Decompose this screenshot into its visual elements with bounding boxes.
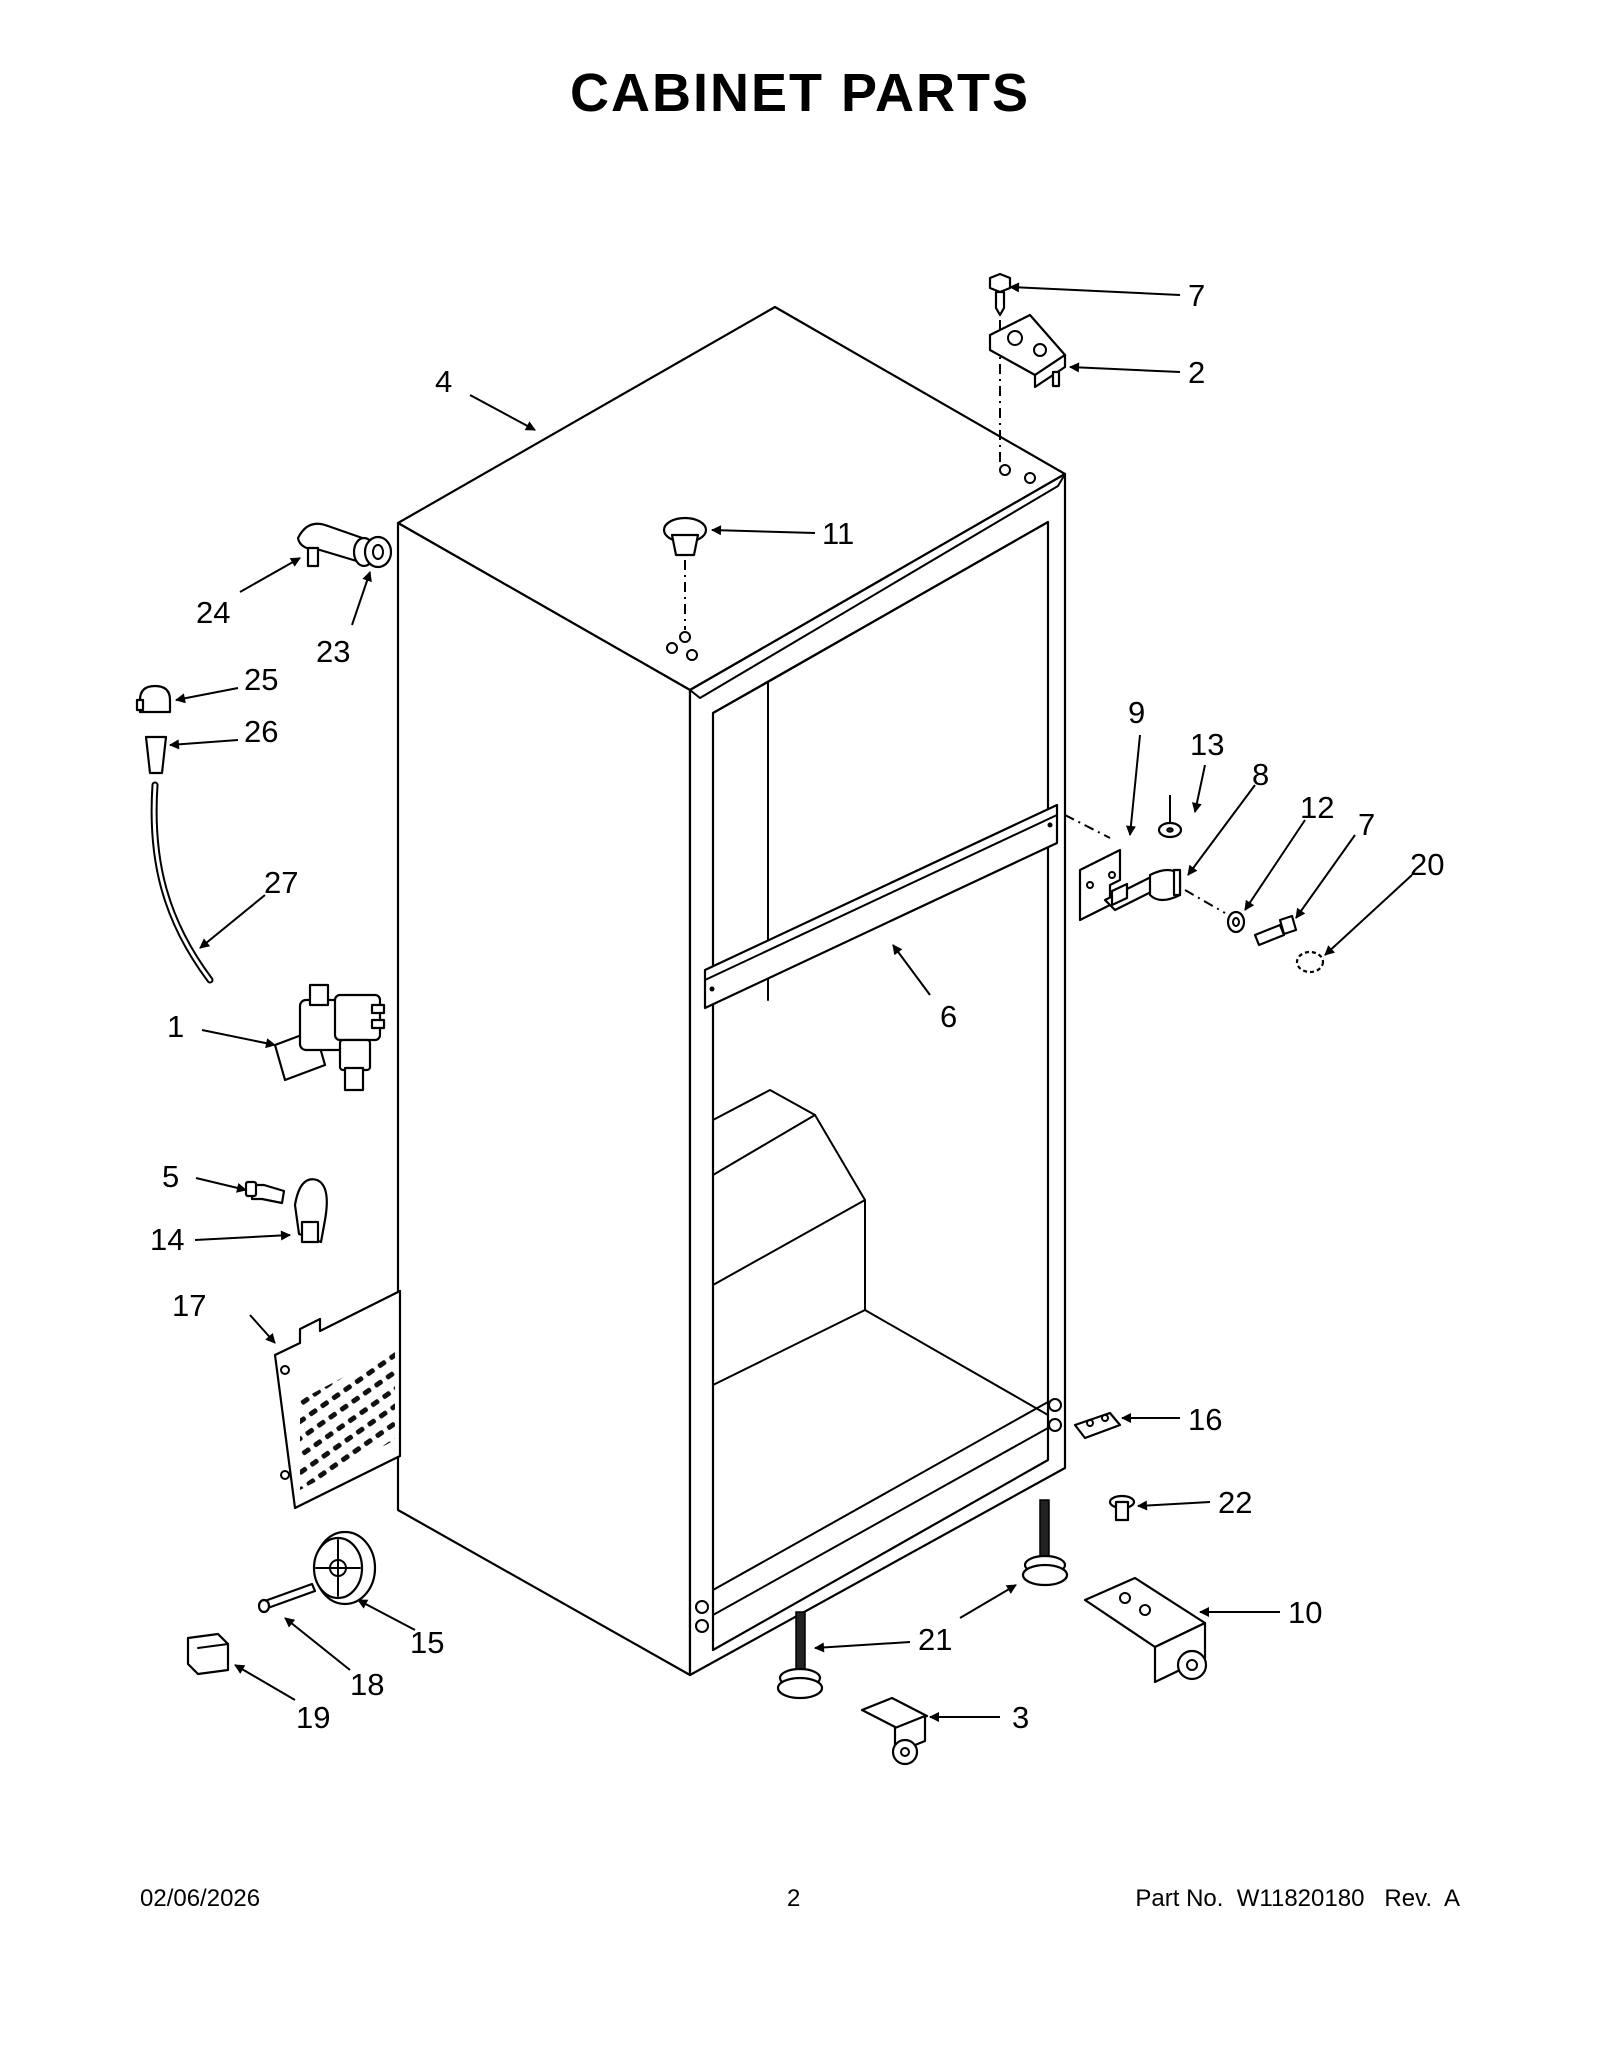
part-7-screw-top bbox=[988, 272, 1012, 317]
callout-22: 22 bbox=[1218, 1485, 1252, 1520]
part-20-cap bbox=[1295, 950, 1325, 974]
part-8-hinge-pin bbox=[1148, 868, 1182, 902]
part-11-plug bbox=[662, 516, 708, 557]
callout-11: 11 bbox=[822, 516, 854, 551]
callout-6: 6 bbox=[940, 999, 957, 1034]
callout-27: 27 bbox=[264, 865, 298, 900]
part-15-wheel bbox=[312, 1530, 377, 1606]
part-3-rear-roller bbox=[860, 1696, 929, 1766]
callout-7-side: 7 bbox=[1358, 807, 1375, 842]
callout-9: 9 bbox=[1128, 695, 1145, 730]
callout-13: 13 bbox=[1190, 727, 1224, 762]
callout-20: 20 bbox=[1410, 847, 1444, 882]
part-24-fitting bbox=[296, 522, 376, 568]
part-21-leveler-right bbox=[1021, 1499, 1069, 1587]
cabinet-body bbox=[396, 305, 1067, 1677]
callout-7: 7 bbox=[1188, 278, 1205, 313]
callout-2: 2 bbox=[1188, 355, 1205, 390]
callout-17: 17 bbox=[172, 1288, 206, 1323]
page-title: CABINET PARTS bbox=[569, 63, 1030, 123]
footer-date: 02/06/2026 bbox=[140, 1885, 261, 1912]
callout-16: 16 bbox=[1188, 1402, 1222, 1437]
leader-lines bbox=[169, 282, 1413, 1722]
part-5-screw bbox=[244, 1180, 286, 1205]
part-23-grommet bbox=[363, 535, 393, 569]
callout-18: 18 bbox=[350, 1667, 384, 1702]
callout-5: 5 bbox=[162, 1159, 179, 1194]
part-22-bolt bbox=[1108, 1494, 1136, 1522]
part-18-pin bbox=[257, 1582, 317, 1614]
footer-page-number: 2 bbox=[787, 1885, 801, 1912]
callout-24: 24 bbox=[196, 595, 230, 630]
callout-3: 3 bbox=[1012, 1700, 1029, 1735]
part-26-insert bbox=[144, 735, 168, 775]
callout-8: 8 bbox=[1252, 757, 1269, 792]
callout-15: 15 bbox=[410, 1625, 444, 1660]
part-1-water-valve bbox=[273, 983, 386, 1092]
callout-25: 25 bbox=[244, 662, 278, 697]
part-16-shim bbox=[1073, 1411, 1122, 1440]
part-2-top-hinge bbox=[988, 313, 1067, 389]
callout-10: 10 bbox=[1288, 1595, 1322, 1630]
callout-1: 1 bbox=[167, 1009, 184, 1044]
callout-12: 12 bbox=[1300, 790, 1334, 825]
callout-labels: 7 2 4 11 24 23 25 26 27 1 5 14 17 9 13 8… bbox=[150, 278, 1444, 1735]
part-10-roller-bracket bbox=[1083, 1576, 1208, 1684]
part-21-leveler-left bbox=[776, 1611, 824, 1700]
callout-4: 4 bbox=[435, 364, 452, 399]
part-7-screw-side bbox=[1253, 914, 1298, 947]
callout-26: 26 bbox=[244, 714, 278, 749]
callout-23: 23 bbox=[316, 634, 350, 669]
callout-19: 19 bbox=[296, 1700, 330, 1735]
part-19-cap bbox=[186, 1632, 230, 1676]
part-12-washer bbox=[1226, 910, 1246, 934]
part-13-washer bbox=[1157, 795, 1183, 839]
part-25-clamp bbox=[135, 684, 172, 714]
footer-part-number: Part No. W11820180 Rev. A bbox=[1135, 1885, 1460, 1912]
callout-21: 21 bbox=[918, 1622, 952, 1657]
callout-14: 14 bbox=[150, 1222, 184, 1257]
part-17-cover bbox=[273, 1289, 402, 1510]
part-14-bracket bbox=[293, 1178, 328, 1244]
